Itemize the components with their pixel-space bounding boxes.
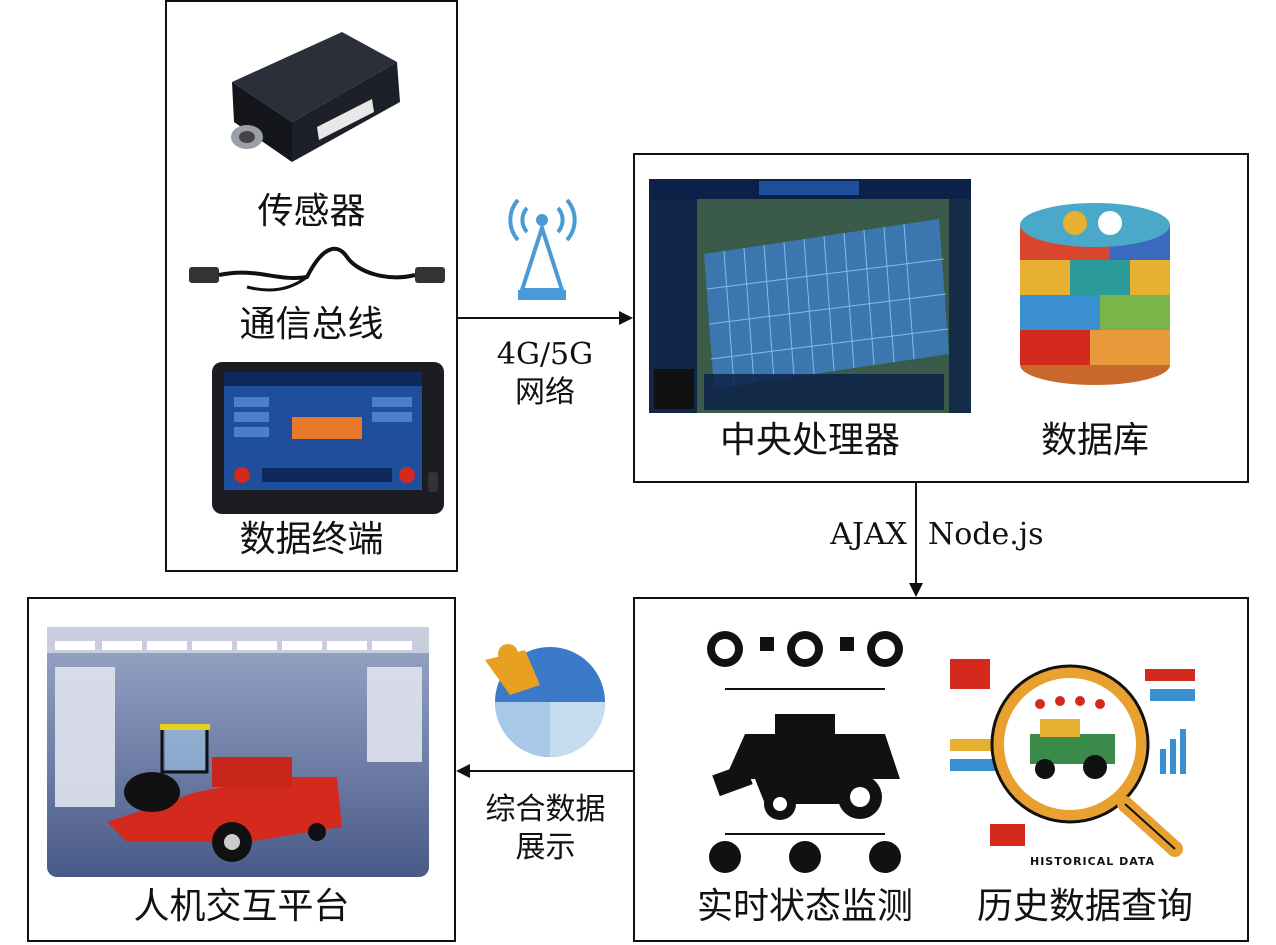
network-label-top: 4G/5G	[496, 337, 594, 372]
bus-cable-image	[189, 246, 445, 292]
ajax-label: AJAX	[830, 517, 907, 552]
sensor-image	[231, 32, 400, 162]
server-box: 中央处理器 数据库	[633, 153, 1249, 483]
historical-data-image	[950, 659, 1195, 857]
display-label-top: 综合数据	[485, 792, 606, 827]
history-label: 历史数据查询	[976, 886, 1193, 927]
arrow-ajax-head	[909, 583, 923, 597]
network-label-bottom: 网络	[515, 375, 575, 410]
bus-label: 通信总线	[239, 304, 384, 345]
terminal-label: 数据终端	[239, 519, 384, 560]
arrow-network-head	[619, 311, 633, 325]
sensor-label: 传感器	[257, 191, 366, 232]
puzzle-icon	[485, 644, 605, 757]
database-image	[1020, 203, 1170, 385]
monitor-box: 实时状态监测 HISTORICAL DATA 历史数据查询	[633, 597, 1249, 942]
terminal-image	[212, 362, 444, 514]
realtime-monitor-image	[707, 631, 903, 873]
nodejs-label: Node.js	[928, 517, 1044, 552]
arrow-display-head	[456, 764, 470, 778]
display-label-bottom: 展示	[515, 830, 576, 865]
device-box: 传感器 通信总线 数据终端	[165, 0, 458, 572]
hmi-box: 人机交互平台	[27, 597, 456, 942]
realtime-label: 实时状态监测	[696, 886, 913, 927]
central-processor-label: 中央处理器	[719, 420, 900, 461]
hmi-screenshot	[47, 627, 429, 877]
central-processor-image	[649, 179, 971, 413]
antenna-icon	[508, 198, 577, 300]
database-label: 数据库	[1040, 420, 1149, 461]
historical-data-caption: HISTORICAL DATA	[1030, 855, 1156, 868]
hmi-label: 人机交互平台	[133, 886, 350, 927]
